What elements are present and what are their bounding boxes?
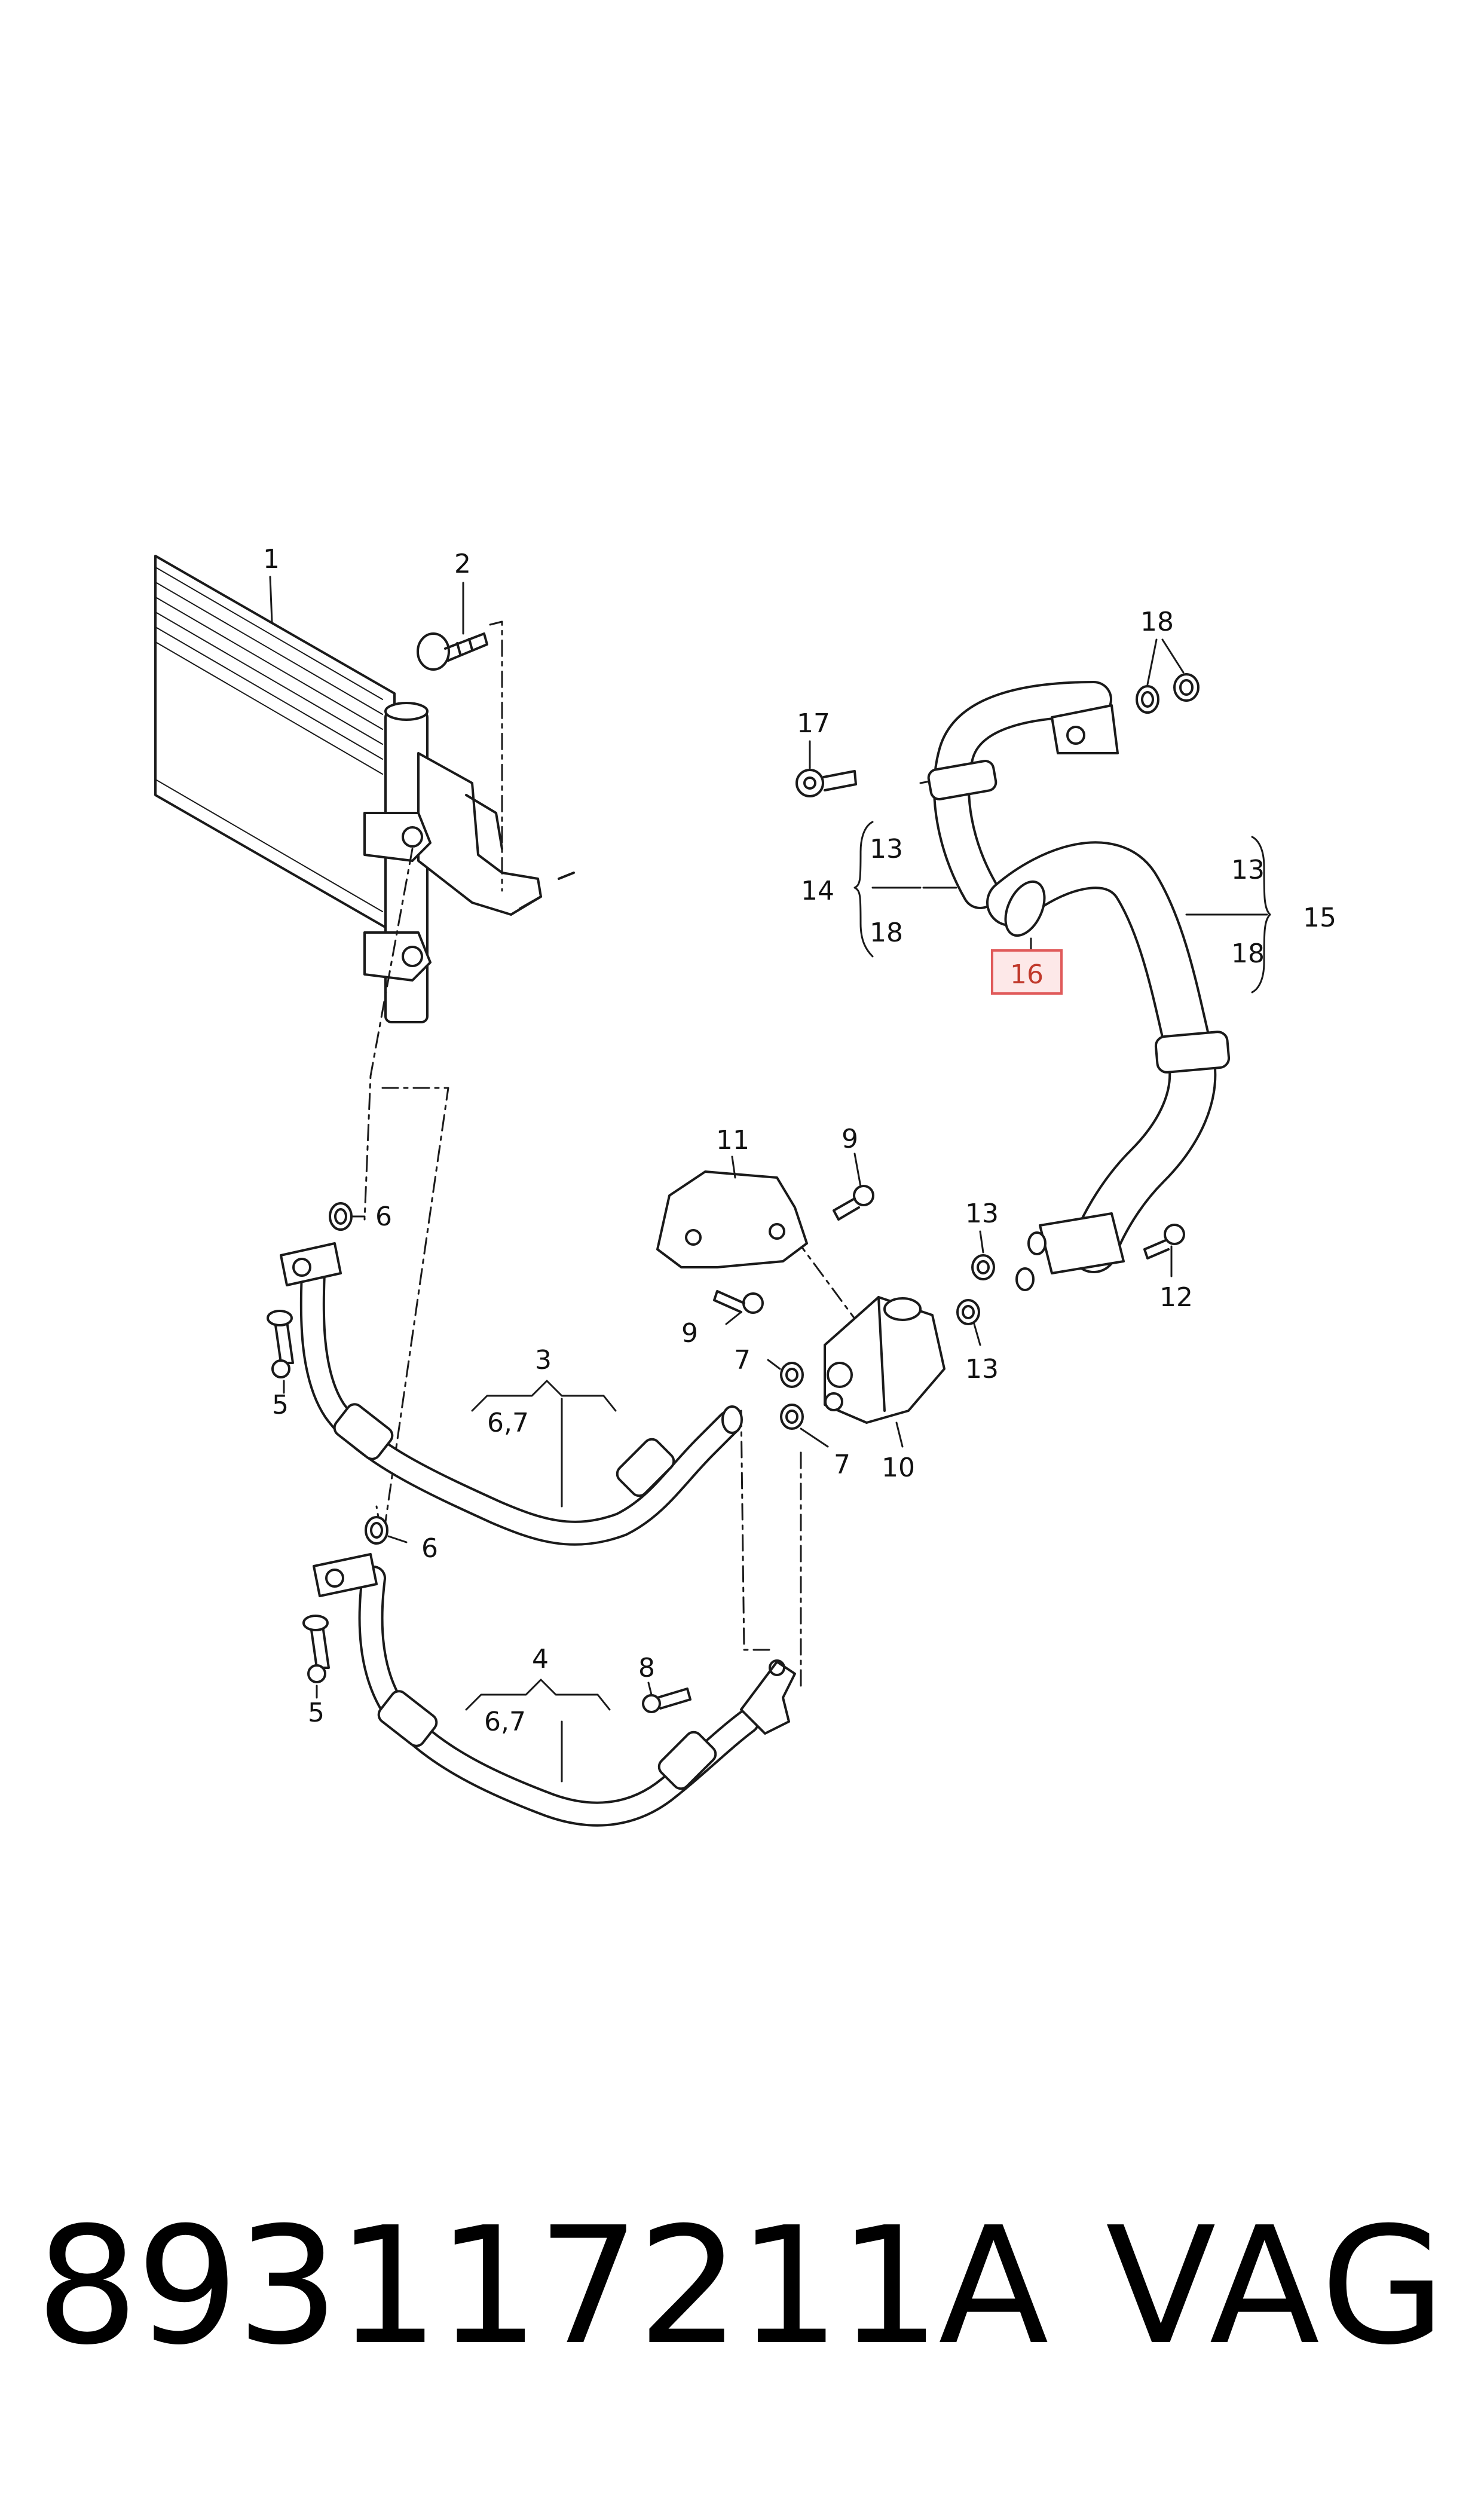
label-2: 2 xyxy=(454,549,471,579)
refrigerant-hose-14 xyxy=(927,681,1119,909)
label-4: 4 xyxy=(532,1644,549,1674)
label-13-hose-15: 13 xyxy=(1231,855,1265,885)
label-5-upper: 5 xyxy=(272,1390,289,1420)
bolt-8 xyxy=(642,1687,691,1713)
bolt-12 xyxy=(1143,1224,1185,1259)
label-11: 11 xyxy=(716,1125,749,1155)
o-ring-6-lower xyxy=(365,1516,388,1545)
label-9-lower: 9 xyxy=(681,1318,698,1349)
label-10: 10 xyxy=(882,1453,915,1483)
bolt-9-lower xyxy=(713,1290,764,1314)
label-6-upper: 6 xyxy=(375,1202,392,1232)
label-17: 17 xyxy=(797,708,830,739)
bolt-9-upper xyxy=(833,1185,874,1221)
o-ring-13 xyxy=(956,1254,995,1325)
bracket-11 xyxy=(656,1170,808,1268)
leader-lines xyxy=(269,576,1271,1783)
part-number: 893117211A xyxy=(36,2192,1049,2380)
label-18-hose-14: 18 xyxy=(870,918,903,948)
label-5-lower: 5 xyxy=(308,1698,325,1728)
screw-2 xyxy=(417,632,488,671)
label-13-valve-upper: 13 xyxy=(965,1199,999,1229)
label-3-sub: 6,7 xyxy=(487,1408,529,1438)
label-14: 14 xyxy=(801,876,834,906)
manufacturer-name: VAG xyxy=(1106,2192,1449,2380)
label-13-hose-14: 13 xyxy=(870,834,903,864)
o-ring-6-upper xyxy=(329,1202,353,1231)
label-18-top: 18 xyxy=(1140,607,1174,637)
ac-refrigerant-line-diagram: 1 2 3 6,7 4 6,7 5 5 6 6 7 7 8 9 9 10 11 … xyxy=(154,544,1336,1827)
label-9-upper: 9 xyxy=(842,1124,858,1154)
callout-labels: 1 2 3 6,7 4 6,7 5 5 6 6 7 7 8 9 9 10 11 … xyxy=(263,544,1336,1737)
label-7-lower: 7 xyxy=(834,1450,850,1480)
label-16: 16 xyxy=(1010,959,1044,990)
bolt-5-upper xyxy=(267,1310,294,1378)
label-12: 12 xyxy=(1159,1282,1193,1313)
refrigerant-hose-15 xyxy=(986,841,1231,1291)
highlight-box-16 xyxy=(991,949,1063,995)
o-ring-7 xyxy=(780,1362,804,1430)
bolt-17 xyxy=(795,769,857,797)
valve-block-10 xyxy=(824,1296,946,1424)
o-ring-18 xyxy=(1136,673,1200,714)
refrigerant-line-4 xyxy=(313,1553,796,1827)
bolt-5-lower xyxy=(302,1615,330,1683)
label-18-hose-15: 18 xyxy=(1231,938,1265,969)
label-8: 8 xyxy=(638,1653,655,1683)
refrigerant-line-3 xyxy=(280,1242,743,1546)
label-3: 3 xyxy=(535,1345,552,1375)
label-1: 1 xyxy=(263,544,280,574)
condenser xyxy=(154,555,575,1023)
label-15: 15 xyxy=(1303,903,1336,933)
label-6-lower: 6 xyxy=(421,1533,438,1564)
label-7-upper: 7 xyxy=(734,1345,751,1375)
label-4-sub: 6,7 xyxy=(484,1707,526,1737)
label-13-valve-lower: 13 xyxy=(965,1354,999,1384)
